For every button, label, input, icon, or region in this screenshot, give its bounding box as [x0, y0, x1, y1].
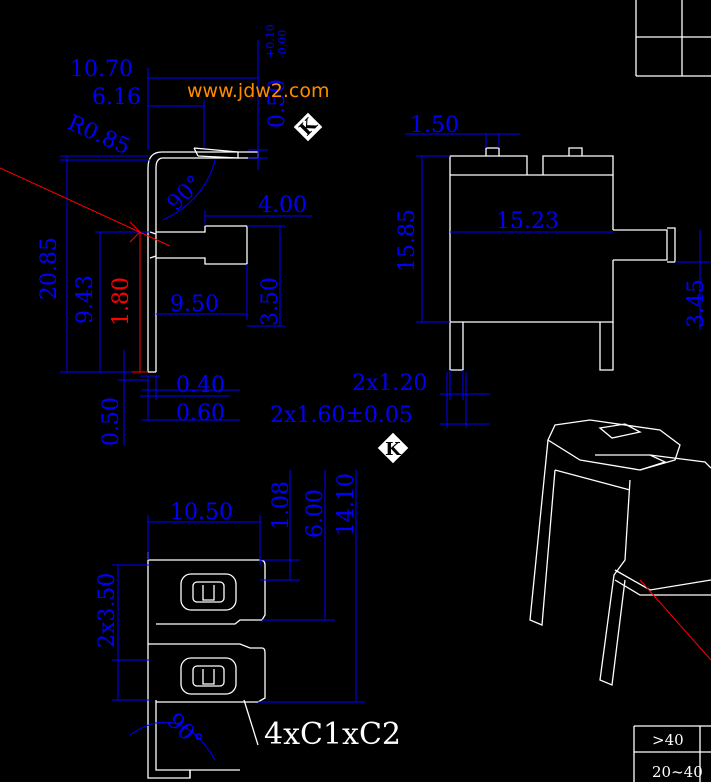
dim-tolerance-lower: -0.00: [276, 30, 289, 58]
svg-text:K: K: [295, 113, 322, 140]
dim-r0-85: R0.85: [64, 111, 134, 161]
bottom-view-part-outline: [147, 552, 266, 779]
table-cell-20-40: 20~40: [652, 763, 703, 781]
dim-1-50: 1.50: [410, 113, 459, 138]
title-block-top: [635, 0, 711, 77]
dim-0-50: 0.50: [99, 397, 124, 446]
title-table: >40 20~40: [633, 725, 711, 782]
dim-90-degree: 90°: [163, 171, 208, 216]
dim-20-85: 20.85: [37, 237, 62, 300]
svg-text:K: K: [385, 439, 402, 460]
side-view-dimension-lines: [60, 40, 312, 445]
dim-0-40: 0.40: [176, 373, 225, 398]
dim-15-85: 15.85: [395, 209, 420, 272]
k-marker-lower: K: [376, 431, 410, 465]
dim-3-45: 3.45: [684, 279, 709, 328]
dim-6-16: 6.16: [92, 85, 141, 110]
dim-15-23: 15.23: [496, 209, 559, 234]
isometric-view: [529, 419, 711, 686]
bottom-view: 10.50 1.08 6.00 14.10 2x3.50 90° 4xC1xC2: [95, 470, 401, 779]
dim-3-50: 3.50: [258, 277, 283, 326]
bottom-view-dimension-lines: [112, 470, 365, 761]
dim-4-00: 4.00: [258, 193, 307, 218]
table-cell-gt40: >40: [652, 731, 684, 749]
dim-2x1-60: 2x1.60±0.05: [270, 403, 413, 428]
dim-14-10: 14.10: [334, 473, 359, 536]
dim-6-00: 6.00: [303, 489, 328, 538]
dim-10-50: 10.50: [170, 500, 233, 525]
dim-0-50-top: 0.50: [265, 79, 290, 128]
chamfer-note: 4xC1xC2: [264, 717, 401, 752]
dim-0-60: 0.60: [176, 401, 225, 426]
dim-tolerance-upper: +0.10: [264, 24, 277, 58]
k-marker-upper: K: [292, 111, 324, 143]
dim-1-80: 1.80: [109, 277, 134, 326]
dim-2x1-20: 2x1.20: [352, 371, 427, 396]
side-view-red-dimension: [129, 221, 148, 373]
dim-1-08: 1.08: [269, 481, 294, 530]
dim-9-43: 9.43: [73, 275, 98, 324]
front-view-dimension-lines: [405, 133, 711, 428]
dim-2x3-50: 2x3.50: [95, 573, 120, 648]
front-view: 1.50 15.85 15.23 3.45 2x1.20 2x1.60±0.05: [270, 113, 711, 428]
dim-10-70: 10.70: [70, 57, 133, 82]
watermark: www.jdw2.com: [187, 80, 330, 102]
dim-90-degree-bottom: 90°: [162, 709, 207, 754]
front-view-part-outline: [449, 147, 676, 371]
dim-9-50: 9.50: [170, 292, 219, 317]
side-view-part-outline: [147, 147, 259, 373]
